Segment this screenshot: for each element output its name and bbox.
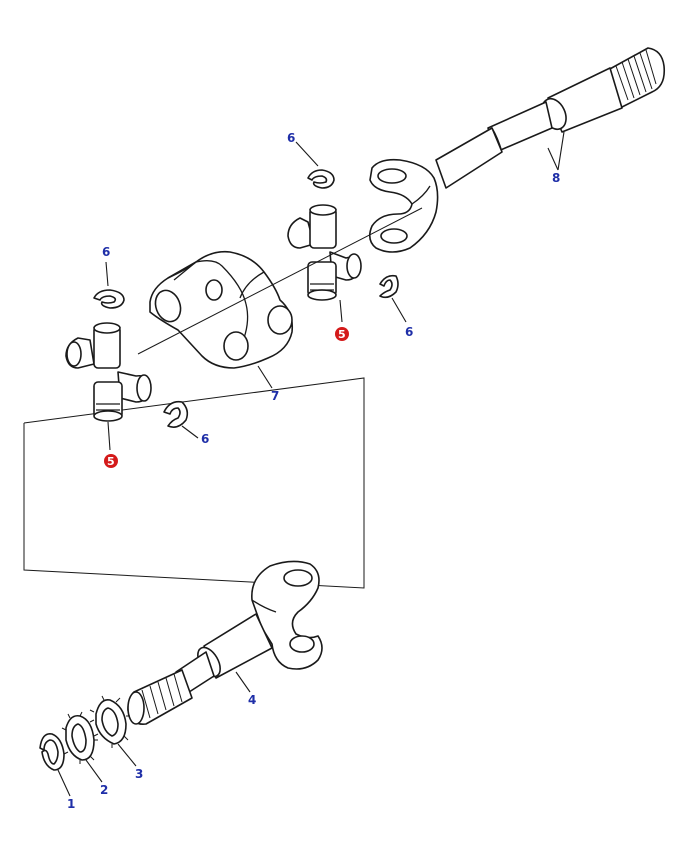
callout-3: 3: [135, 767, 143, 781]
callout-1: 1: [67, 797, 75, 811]
callout-7: 7: [271, 389, 279, 403]
callout-6-upper-right: 6: [405, 325, 413, 339]
universal-joint-upper: [287, 204, 362, 301]
callout-6-lower-top: 6: [102, 245, 110, 259]
callout-5-upper: 5: [338, 328, 346, 341]
universal-joint-lower: [65, 322, 152, 422]
callout-6-lower-right: 6: [201, 432, 209, 446]
double-yoke-housing: [149, 250, 294, 369]
lock-washer: [65, 714, 95, 761]
inner-axle-shaft: [127, 560, 323, 726]
circlip-lower-right: [163, 400, 189, 428]
callout-6-upper-top: 6: [287, 131, 295, 145]
circlip-upper-top: [307, 169, 335, 189]
highlight-badge-5-upper: [335, 327, 349, 341]
highlight-badge-5-lower: [104, 454, 118, 468]
circlip-lower-top: [93, 289, 125, 309]
circlip-upper-right: [379, 274, 399, 299]
group-frame: [23, 377, 365, 589]
callout-8: 8: [552, 171, 560, 185]
snap-ring: [39, 732, 65, 771]
callout-2: 2: [100, 783, 108, 797]
thrust-washer: [95, 698, 127, 745]
callout-5-lower: 5: [107, 455, 115, 468]
outer-axle-shaft: [368, 47, 666, 253]
callout-4: 4: [248, 693, 256, 707]
